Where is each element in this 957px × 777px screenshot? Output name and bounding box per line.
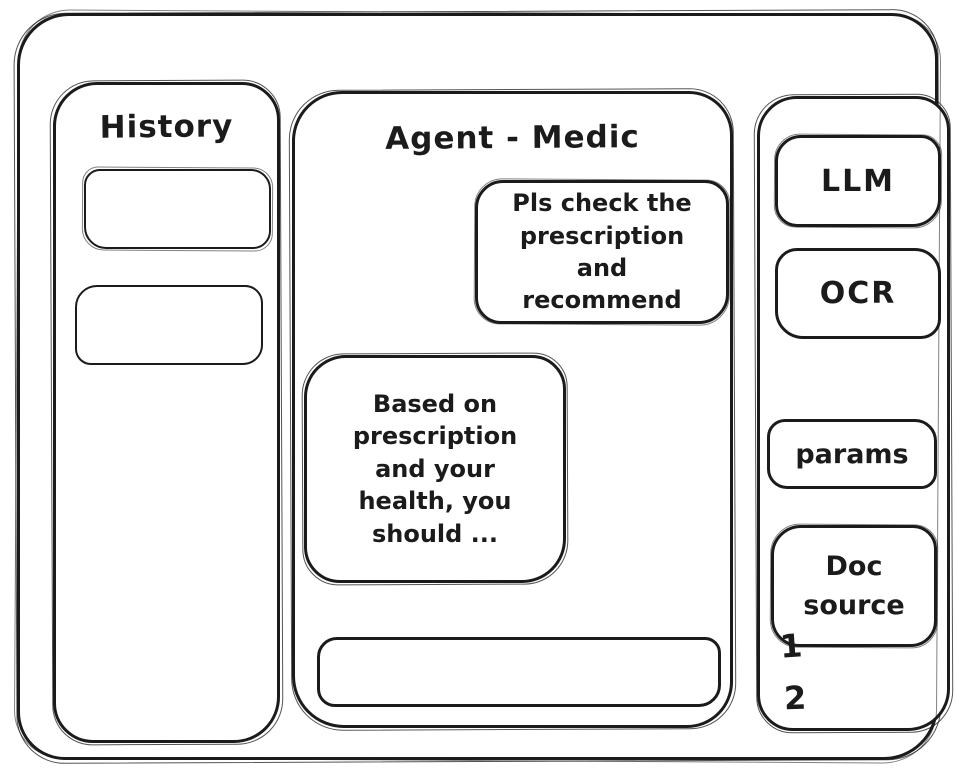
history-item-1[interactable] <box>84 169 271 249</box>
history-title: History <box>99 108 234 146</box>
chat-title: Agent - Medic <box>385 119 640 157</box>
params-button[interactable]: params <box>767 419 937 489</box>
doc-source-item-2[interactable]: 2 <box>783 678 807 718</box>
tools-panel: LLM OCR params Doc source 1 2 <box>757 96 950 731</box>
ocr-button[interactable]: OCR <box>775 248 941 339</box>
assistant-message-text: Based on prescription and your health, y… <box>352 390 518 548</box>
doc-source-item-1[interactable]: 1 <box>778 626 804 666</box>
doc-source-button[interactable]: Doc source <box>771 525 937 647</box>
llm-button[interactable]: LLM <box>775 135 941 227</box>
history-panel: History <box>53 82 280 743</box>
assistant-message-bubble: Based on prescription and your health, y… <box>304 355 566 583</box>
user-message-bubble: Pls check the prescription and recommend <box>475 180 729 324</box>
app-frame: History Agent - Medic Pls check the pres… <box>17 13 950 760</box>
chat-input[interactable] <box>317 637 721 707</box>
user-message-text: Pls check the prescription and recommend <box>512 189 692 315</box>
history-item-2[interactable] <box>75 285 263 365</box>
chat-panel: Agent - Medic Pls check the prescription… <box>292 91 733 728</box>
